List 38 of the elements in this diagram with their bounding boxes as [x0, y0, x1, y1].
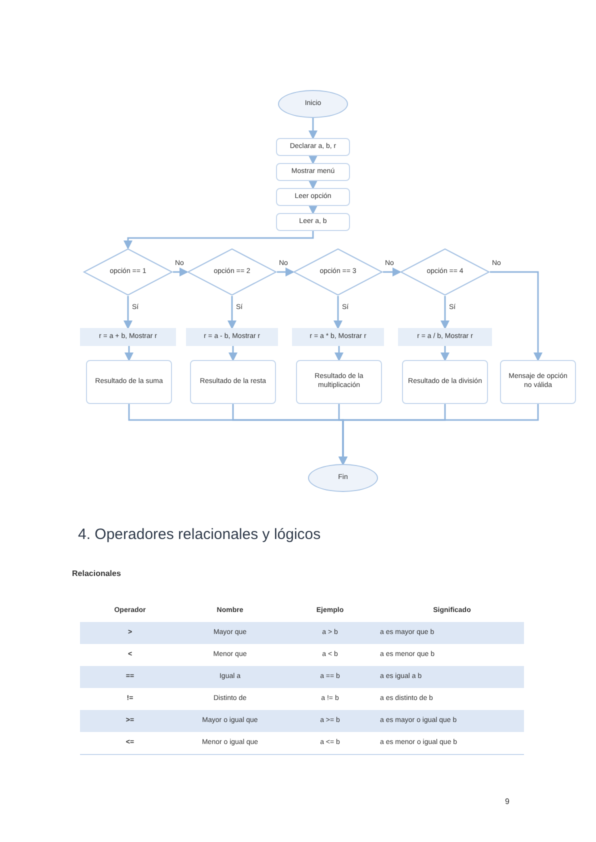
arrow	[277, 268, 294, 276]
process-box	[276, 188, 350, 206]
process-box	[276, 213, 350, 231]
data-band	[80, 328, 176, 346]
page-number: 9	[505, 796, 510, 808]
subheading: Relacionales	[72, 568, 121, 580]
data-band	[398, 328, 492, 346]
arrow	[308, 118, 318, 140]
arrow	[334, 346, 344, 362]
arrow	[440, 346, 450, 362]
arrow	[334, 296, 342, 330]
process-box	[190, 360, 276, 404]
arrow	[308, 156, 318, 164]
arrow	[228, 346, 238, 362]
arrow	[124, 296, 132, 330]
arrow	[124, 231, 314, 250]
process-box	[276, 163, 350, 181]
section-heading: 4. Operadores relacionales y lógicos	[78, 525, 321, 545]
process-box	[500, 360, 576, 404]
arrow	[228, 296, 236, 330]
arrow	[308, 206, 318, 214]
process-box	[276, 138, 350, 156]
arrow	[338, 404, 539, 466]
arrow	[173, 268, 188, 276]
process-box	[402, 360, 488, 404]
arrow	[440, 296, 450, 330]
decision-diamond	[83, 248, 173, 296]
decision-diamond	[400, 248, 490, 296]
arrow	[383, 268, 402, 276]
data-band	[292, 328, 384, 346]
data-band	[186, 328, 278, 346]
process-box	[86, 360, 172, 404]
decision-diamond	[293, 248, 383, 296]
process-box	[296, 360, 382, 404]
decision-diamond	[187, 248, 277, 296]
arrow	[308, 180, 318, 190]
arrow	[124, 346, 134, 362]
arrow	[490, 271, 542, 362]
